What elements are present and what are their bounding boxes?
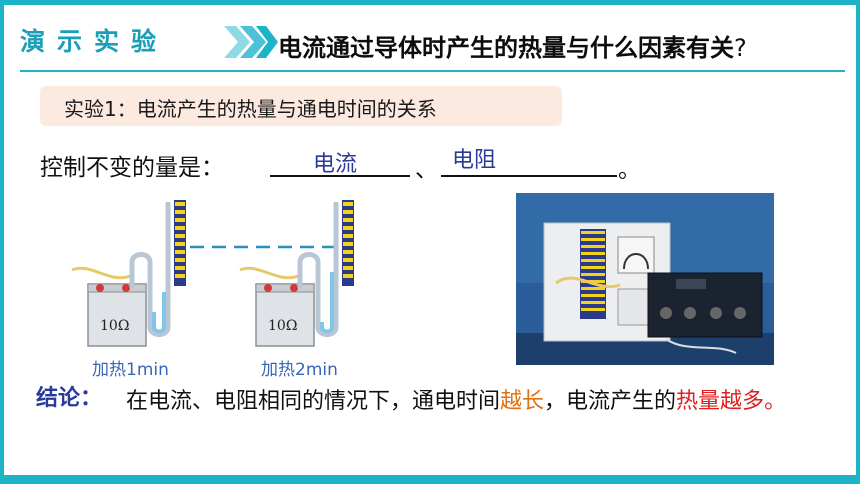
page-title: 电流通过导体时产生的热量与什么因素有关?	[278, 28, 747, 63]
frame-left-border	[0, 0, 4, 484]
conclusion-highlight-more-heat: 热量越多	[676, 389, 765, 414]
chevron-right-icon	[224, 26, 278, 58]
experiment-subtitle: 实验1：电流产生的热量与通电时间的关系	[64, 97, 437, 121]
page-title-text: 电流通过导体时产生的热量与什么因素有关	[278, 34, 734, 62]
frame-right-border	[856, 0, 860, 484]
conclusion-period: 。	[764, 389, 787, 414]
answer-2: 电阻	[452, 148, 497, 173]
answer-period: 。	[618, 157, 641, 183]
conclusion-text: 在电流、电阻相同的情况下，通电时间越长，电流产生的热量越多。	[126, 382, 826, 422]
answer-blank-2	[441, 175, 617, 177]
frame-bottom-border	[0, 475, 860, 484]
conclusion-text-b: ，电流产生的	[544, 389, 677, 414]
answer-separator: 、	[415, 157, 438, 183]
resistor-label-1: 10Ω	[100, 318, 129, 334]
conclusion-text-a: 在电流、电阻相同的情况下，通电时间	[126, 389, 501, 414]
page-title-question-mark: ?	[734, 34, 747, 62]
apparatus-2	[239, 200, 354, 347]
experiment-photo	[516, 193, 774, 365]
conclusion-highlight-longer: 越长	[500, 389, 545, 414]
conclusion-label: 结论：	[36, 386, 103, 411]
experiment-apparatus-diagram: 10Ω 10Ω	[71, 200, 354, 347]
caption-heating-2: 加热2min	[261, 360, 338, 380]
apparatus-1	[71, 200, 186, 347]
answer-1: 电流	[313, 152, 358, 177]
section-tag: 演示实验	[20, 27, 169, 56]
header-divider	[20, 70, 845, 72]
resistor-label-2: 10Ω	[268, 318, 297, 334]
caption-heating-1: 加热1min	[92, 360, 169, 380]
frame-top-border	[0, 0, 860, 5]
subtitle-banner	[40, 86, 562, 126]
answer-blank-1	[270, 175, 410, 177]
control-variables-label: 控制不变的量是：	[40, 155, 224, 181]
